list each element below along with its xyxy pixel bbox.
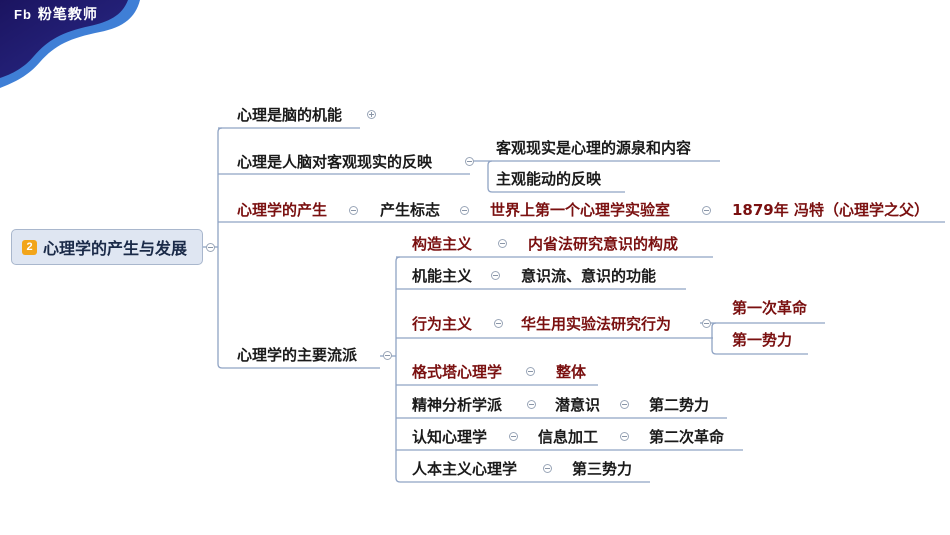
collapse-toggle-icon[interactable]	[206, 243, 215, 252]
collapse-toggle-icon[interactable]	[702, 206, 711, 215]
school-gestalt[interactable]: 格式塔心理学	[412, 363, 503, 381]
collapse-toggle-icon[interactable]	[383, 351, 392, 360]
collapse-toggle-icon[interactable]	[526, 367, 535, 376]
school-psychoanalysis[interactable]: 精神分析学派	[412, 396, 503, 414]
branch-reflection[interactable]: 心理是人脑对客观现实的反映	[237, 153, 433, 171]
school-cognitive-detail[interactable]: 信息加工	[538, 428, 599, 446]
node-active-reflection[interactable]: 主观能动的反映	[496, 170, 602, 188]
school-psychoanalysis-detail[interactable]: 潜意识	[555, 396, 601, 414]
collapse-toggle-icon[interactable]	[509, 432, 518, 441]
collapse-toggle-icon[interactable]	[498, 239, 507, 248]
node-first-lab[interactable]: 世界上第一个心理学实验室	[490, 201, 671, 219]
school-behaviorism[interactable]: 行为主义	[412, 315, 473, 333]
school-structuralism[interactable]: 构造主义	[412, 235, 473, 253]
branch-brain-function[interactable]: 心理是脑的机能	[237, 106, 343, 124]
brand-wave-decoration	[0, 0, 140, 88]
school-gestalt-detail[interactable]: 整体	[556, 363, 587, 381]
node-second-revolution[interactable]: 第二次革命	[649, 428, 725, 446]
node-origin-marker[interactable]: 产生标志	[380, 201, 441, 219]
collapse-toggle-icon[interactable]	[494, 319, 503, 328]
node-first-revolution[interactable]: 第一次革命	[732, 299, 808, 317]
brand-name: 粉笔教师	[37, 7, 98, 23]
school-functionalism[interactable]: 机能主义	[412, 267, 473, 285]
branch-schools[interactable]: 心理学的主要流派	[237, 346, 358, 364]
expand-toggle-icon[interactable]	[367, 110, 376, 119]
school-cognitive[interactable]: 认知心理学	[412, 428, 488, 446]
root-topic-label: 心理学的产生与发展	[43, 239, 188, 258]
collapse-toggle-icon[interactable]	[349, 206, 358, 215]
collapse-toggle-icon[interactable]	[460, 206, 469, 215]
node-second-force[interactable]: 第二势力	[649, 396, 710, 414]
root-topic[interactable]: 2 心理学的产生与发展	[11, 229, 203, 265]
brand-header: Fb 粉笔教师	[14, 4, 98, 24]
school-behaviorism-detail[interactable]: 华生用实验法研究行为	[521, 315, 672, 333]
school-humanistic[interactable]: 人本主义心理学	[412, 460, 518, 478]
collapse-toggle-icon[interactable]	[620, 432, 629, 441]
collapse-toggle-icon[interactable]	[702, 319, 711, 328]
collapse-toggle-icon[interactable]	[465, 157, 474, 166]
node-first-force[interactable]: 第一势力	[732, 331, 793, 349]
node-third-force[interactable]: 第三势力	[572, 460, 633, 478]
collapse-toggle-icon[interactable]	[543, 464, 552, 473]
collapse-toggle-icon[interactable]	[491, 271, 500, 280]
topic-number-badge: 2	[22, 239, 37, 255]
school-functionalism-detail[interactable]: 意识流、意识的功能	[521, 267, 657, 285]
node-source-content[interactable]: 客观现实是心理的源泉和内容	[496, 139, 692, 157]
node-wundt-1879[interactable]: 1879年 冯特（心理学之父）	[732, 201, 929, 219]
school-structuralism-detail[interactable]: 内省法研究意识的构成	[528, 235, 679, 253]
brand-logo-icon: Fb	[14, 6, 32, 22]
collapse-toggle-icon[interactable]	[527, 400, 536, 409]
collapse-toggle-icon[interactable]	[620, 400, 629, 409]
branch-origin[interactable]: 心理学的产生	[237, 201, 328, 219]
